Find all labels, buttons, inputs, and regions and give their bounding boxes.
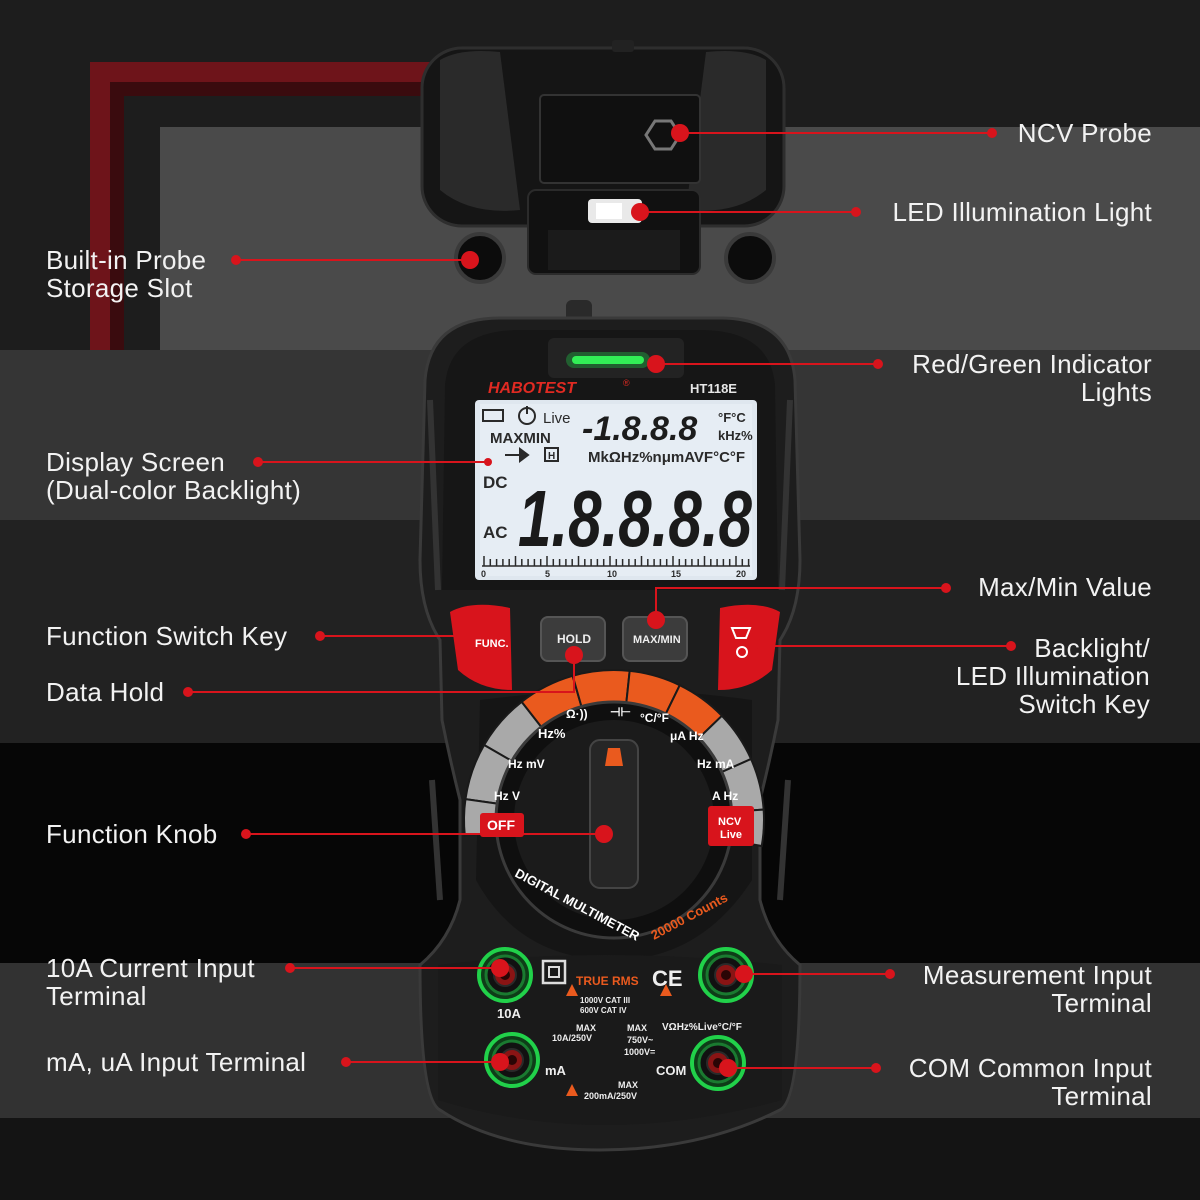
lcd-screen	[475, 400, 757, 580]
indicator-light	[572, 356, 644, 364]
label-backlight-line1: Backlight/	[1034, 633, 1150, 663]
brand-registered-mark: ®	[623, 378, 630, 388]
lcd-dc: DC	[483, 473, 508, 492]
label-10a-line2: Terminal	[46, 981, 147, 1011]
ncv-probe-marker	[644, 119, 682, 151]
dial-live-label: Live	[720, 829, 742, 841]
label-backlight-line2: LED Illumination	[955, 661, 1150, 691]
model-number: HT118E	[690, 381, 737, 396]
label-measurement-input: Measurement Input Terminal	[923, 961, 1152, 1017]
label-ma-ua-input: mA, uA Input Terminal	[46, 1047, 307, 1077]
label-indicator-lights-line2: Lights	[1080, 377, 1152, 407]
ce-mark: CE	[652, 966, 683, 991]
cat-rating-2: 600V CAT IV	[580, 1006, 627, 1015]
label-indicator-lights: Red/Green Indicator Lights	[912, 350, 1152, 406]
terminal-com-shape	[690, 1035, 746, 1091]
knob-handle	[589, 739, 639, 889]
label-10a-line1: 10A Current Input	[46, 953, 255, 983]
dial-seg-mv: Hz mV	[508, 757, 545, 771]
terminal-measurement-shape	[698, 947, 754, 1003]
lcd-hold-indicator: H	[548, 451, 555, 462]
lcd-units-row: MkΩHz%nμmAVF°C°F	[588, 449, 745, 466]
func-button-label: FUNC.	[475, 638, 509, 650]
true-rms-label: TRUE RMS	[576, 974, 639, 988]
label-measurement-line2: Terminal	[1051, 988, 1152, 1018]
label-com-input: COM Common Input Terminal	[909, 1054, 1152, 1110]
hold-button-label: HOLD	[557, 632, 591, 646]
label-ncv-probe: NCV Probe	[1017, 118, 1152, 148]
label-probe-storage-slot-line1: Built-in Probe	[46, 245, 207, 275]
max-v-line2: 750V~	[627, 1035, 653, 1045]
lcd-maxmin: MAXMIN	[490, 430, 551, 447]
label-measurement-line1: Measurement Input	[922, 960, 1152, 990]
max-ma-line2: 200mA/250V	[584, 1091, 637, 1101]
button-panel	[450, 604, 780, 690]
dial-seg-temp: °C/°F	[640, 711, 669, 725]
dial-seg-cap: ⊣⊢	[610, 705, 631, 719]
label-display-screen: Display Screen (Dual-color Backlight)	[46, 448, 301, 504]
brand-logo: HABOTEST	[488, 380, 577, 397]
lcd-scale-0: 0	[481, 569, 486, 579]
maxmin-button-label: MAX/MIN	[633, 634, 681, 646]
label-data-hold: Data Hold	[46, 677, 165, 707]
vohz-label: VΩHz%Live°C/°F	[662, 1022, 742, 1033]
label-indicator-lights-line1: Red/Green Indicator	[912, 349, 1152, 379]
lcd-bargraph	[483, 556, 750, 566]
label-display-screen-line2: (Dual-color Backlight)	[46, 475, 302, 505]
label-probe-storage-slot: Built-in Probe Storage Slot	[46, 246, 206, 302]
dial-seg-ohm: Ω·))	[566, 707, 588, 721]
dial-seg-ua: μA Hz	[670, 729, 704, 743]
leader-lines	[188, 132, 1011, 1069]
max-10a-line2: 10A/250V	[552, 1033, 592, 1043]
lcd-khz-units: kHz%	[718, 428, 753, 443]
label-10a-current-input: 10A Current Input Terminal	[46, 954, 255, 1010]
dial-seg-hz: Hz%	[538, 726, 566, 741]
terminal-ma-label: mA	[545, 1063, 567, 1078]
off-position	[480, 813, 524, 837]
lcd-ac: AC	[483, 523, 508, 542]
terminal-10a-label: 10A	[497, 1006, 521, 1021]
lcd-live: Live	[543, 410, 571, 427]
dial-seg-ma: Hz mA	[697, 757, 735, 771]
label-backlight-switch-key: Backlight/ LED Illumination Switch Key	[956, 634, 1150, 718]
max-ma-line1: MAX	[618, 1080, 638, 1090]
leader-dots	[183, 124, 1016, 1077]
cat-rating-1: 1000V CAT III	[580, 996, 630, 1005]
dial-area	[463, 669, 765, 960]
lcd-main-digits: 1.8.8.8.8	[518, 474, 752, 563]
dial-seg-v: Hz V	[494, 789, 520, 803]
ncv-position	[708, 806, 754, 846]
label-com-line2: Terminal	[1051, 1081, 1152, 1111]
func-button-shape	[450, 604, 512, 690]
label-com-line1: COM Common Input	[908, 1053, 1152, 1083]
label-backlight-line3: Switch Key	[1018, 689, 1150, 719]
label-max-min-value: Max/Min Value	[978, 572, 1152, 602]
lcd-scale-15: 15	[671, 569, 681, 579]
label-function-switch-key: Function Switch Key	[46, 621, 288, 651]
lcd-scale-10: 10	[607, 569, 617, 579]
label-led-illumination-light: LED Illumination Light	[892, 197, 1152, 227]
lcd-small-digits: -1.8.8.8	[582, 410, 697, 448]
dial-off-label: OFF	[487, 817, 515, 833]
max-v-line3: 1000V=	[624, 1047, 655, 1057]
label-display-screen-line1: Display Screen	[46, 447, 226, 477]
dial-ncv-label: NCV	[718, 816, 742, 828]
dial-seg-a: A Hz	[712, 789, 738, 803]
lcd-scale-20: 20	[736, 569, 746, 579]
probe-holster	[420, 40, 786, 284]
lcd-scale-5: 5	[545, 569, 550, 579]
max-v-line1: MAX	[627, 1023, 647, 1033]
label-function-knob: Function Knob	[46, 819, 218, 849]
backlight-button-shape	[718, 604, 780, 690]
label-probe-storage-slot-line2: Storage Slot	[46, 273, 193, 303]
terminal-com-label: COM	[656, 1063, 686, 1078]
lcd-temp-units: °F°C	[718, 410, 746, 425]
max-10a-line1: MAX	[576, 1023, 596, 1033]
